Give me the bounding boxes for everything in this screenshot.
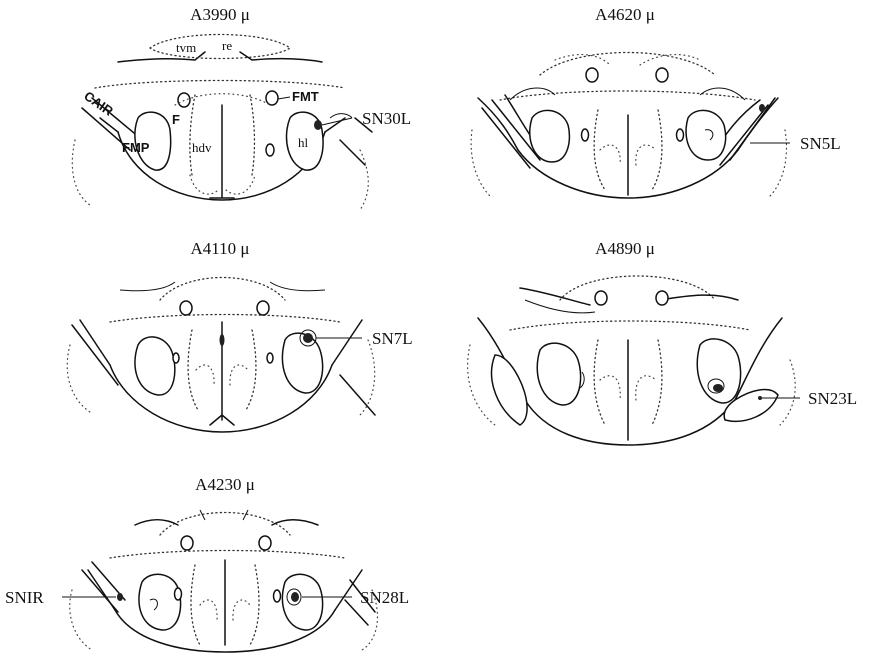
section-a4110: A4110 μ SN7L [67, 239, 412, 432]
callout-sn7l: SN7L [372, 329, 413, 348]
nucleus-left [530, 110, 570, 162]
small-tract-left [582, 129, 589, 141]
section-title: A4110 μ [190, 239, 249, 258]
leader-curl [330, 114, 352, 118]
fmt-leader [278, 97, 290, 99]
midline [210, 105, 234, 198]
midline-mark [220, 334, 225, 346]
fornix-left [586, 68, 598, 82]
fornix-right [257, 301, 269, 315]
label-fmp: FMP [122, 140, 150, 155]
fornix-right [656, 68, 668, 82]
dorsal-dotted-line [110, 551, 345, 559]
third-ventricle-region [150, 35, 290, 59]
fornix-right [259, 536, 271, 550]
nucleus-left [537, 343, 580, 405]
label-fmt: FMT [292, 89, 319, 104]
section-a3990: A3990 μ tvm re F FMT [72, 5, 411, 210]
callout-sn28l: SN28L [360, 588, 409, 607]
lateral-capsule-left [492, 355, 528, 425]
section-title: A4890 μ [595, 239, 655, 258]
small-tract-left [173, 353, 179, 363]
lateral-dots [70, 590, 378, 650]
dorsal-tracts [520, 288, 738, 305]
dorsal-dotted-line [510, 321, 750, 330]
small-tract-right [274, 590, 281, 602]
label-hl: hl [298, 135, 309, 150]
dorsal-dotted-arc [160, 278, 285, 301]
lesion-snir [117, 593, 123, 601]
fornix-right [656, 291, 668, 305]
dorsal-dotted-line [110, 315, 340, 323]
dorsal-dotted-line [500, 91, 755, 100]
label-re: re [222, 38, 232, 53]
section-a4620: A4620 μ SN5L [471, 5, 841, 198]
dorsal-border [120, 282, 325, 291]
section-title: A4230 μ [195, 475, 255, 494]
callout-sn30l: SN30L [362, 109, 411, 128]
small-tract-right [267, 353, 273, 363]
section-title: A4620 μ [595, 5, 655, 24]
lateral-dots [67, 340, 374, 415]
lesion-sn5l [759, 104, 765, 112]
nucleus-left [135, 337, 175, 395]
fornix-right [266, 91, 278, 105]
dorsal-dotted-arc [160, 513, 290, 536]
dorsal-dots [555, 55, 700, 65]
label-f: F [172, 112, 180, 127]
callout-sn5l: SN5L [800, 134, 841, 153]
lesion-sn30l [314, 120, 322, 130]
lesion-sn28l [291, 592, 299, 602]
section-a4890: A4890 μ SN23L [468, 239, 858, 445]
fornix-left [181, 536, 193, 550]
small-tract-right [266, 144, 274, 156]
label-hdv: hdv [192, 140, 212, 155]
fornix-left [595, 291, 607, 305]
callout-sn23l: SN23L [808, 389, 857, 408]
callout-snir: SNIR [5, 588, 44, 607]
small-tract-left [175, 588, 182, 600]
lesion-sn7l [303, 333, 313, 343]
dorsal-thin [525, 300, 595, 313]
nucleus-right [282, 333, 322, 393]
dorsal-border-right [240, 52, 322, 62]
nucleus-left [139, 574, 181, 630]
fornix-left [180, 301, 192, 315]
dorsal-ticks [200, 510, 248, 520]
dorsal-tracts [135, 520, 318, 525]
leader-dot [758, 396, 762, 400]
nucleus-right [686, 110, 726, 160]
nucleus-right [697, 339, 740, 403]
dorsal-dotted-line [95, 81, 345, 89]
label-tvm: tvm [176, 40, 196, 55]
section-a4230: A4230 μ SNIR SN28L [5, 475, 409, 652]
ventral-outline [525, 400, 735, 445]
section-title: A3990 μ [190, 5, 250, 24]
small-tract-right [677, 129, 684, 141]
